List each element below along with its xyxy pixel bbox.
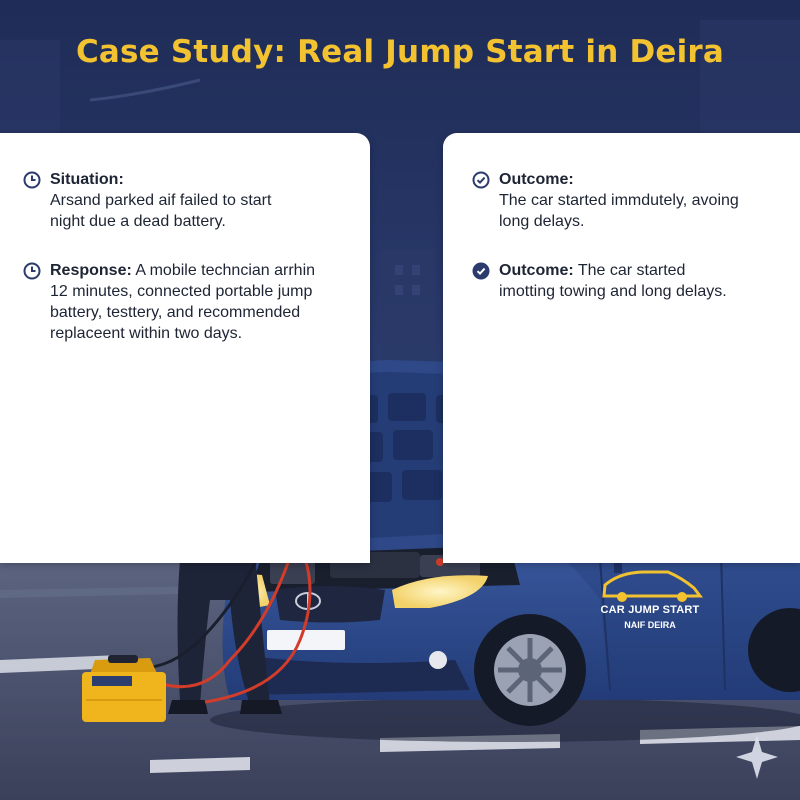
page-title: Case Study: Real Jump Start in Deira — [75, 34, 725, 70]
situation-block: Situation: Arsand parked aif failed to s… — [22, 169, 271, 232]
situation-line-1: Arsand parked aif failed to start — [50, 192, 272, 209]
response-line-1: A mobile techncian arrhin — [131, 262, 316, 279]
check-circle-icon — [472, 171, 490, 188]
outcome-block-1: Outcome: The car started immdutely, avoi… — [471, 169, 739, 232]
sparkle-icon — [736, 735, 778, 779]
situation-line-2: night due a dead battery. — [50, 213, 226, 230]
response-label: Response: — [50, 262, 132, 279]
outcome-text-1: The car started immdutely, avoing long d… — [471, 190, 739, 232]
check-circle-filled-icon — [472, 262, 490, 279]
right-card: Outcome: The car started immdutely, avoi… — [443, 133, 800, 563]
jump-starter-box — [82, 655, 166, 722]
clock-icon — [23, 262, 41, 279]
outcome-1-line-1: The car started immdutely, avoing — [499, 192, 739, 209]
car-decal-line-1: CAR JUMP START — [600, 604, 700, 616]
outcome-label-2: Outcome: — [499, 262, 574, 279]
outcome-2-line-1: The car started — [573, 262, 686, 279]
response-line-4: replaceent within two days. — [50, 325, 243, 342]
situation-label: Situation: — [50, 171, 124, 188]
response-line-2: 12 minutes, connected portable jump — [50, 283, 313, 300]
situation-text: Arsand parked aif failed to start night … — [22, 190, 271, 232]
clock-icon — [23, 171, 41, 188]
left-card: Situation: Arsand parked aif failed to s… — [0, 133, 370, 563]
response-text: 12 minutes, connected portable jump batt… — [22, 281, 315, 344]
response-line-3: battery, testtery, and recommended — [50, 304, 301, 321]
outcome-1-line-2: long delays. — [499, 213, 585, 230]
outcome-text-2: imotting towing and long delays. — [471, 281, 727, 302]
outcome-label-1: Outcome: — [499, 171, 574, 188]
outcome-2-line-2: imotting towing and long delays. — [499, 283, 727, 300]
car-decal: CAR JUMP START NAIF DEIRA — [590, 604, 710, 630]
car-decal-line-2: NAIF DEIRA — [624, 620, 676, 630]
outcome-block-2: Outcome: The car started imotting towing… — [471, 260, 727, 302]
response-block: Response: A mobile techncian arrhin 12 m… — [22, 260, 315, 344]
